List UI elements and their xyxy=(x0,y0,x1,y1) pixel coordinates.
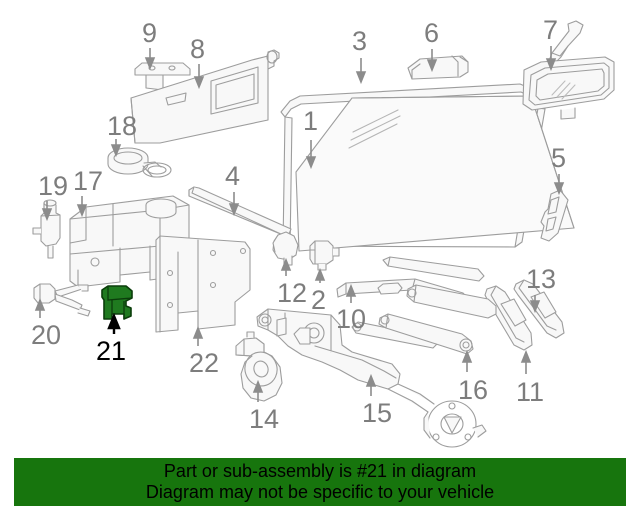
callout-arrow-10 xyxy=(345,283,357,303)
part-sun-visor xyxy=(130,49,280,144)
callout-label-8: 8 xyxy=(190,34,206,64)
callout-arrow-3 xyxy=(355,58,367,85)
part-wiper-blade-assembly xyxy=(336,256,485,349)
part-wiper-arm-left xyxy=(484,285,533,351)
notice-line-2: Diagram may not be specific to your vehi… xyxy=(145,482,495,502)
callout-arrow-15 xyxy=(365,373,377,396)
callout-arrow-20 xyxy=(34,297,46,318)
callout-arrow-22 xyxy=(192,325,204,346)
callout-label-13: 13 xyxy=(526,264,557,294)
callout-label-14: 14 xyxy=(249,404,280,434)
callout-arrow-5 xyxy=(553,174,565,196)
callout-label-20: 20 xyxy=(31,320,62,350)
callout-arrow-11 xyxy=(520,349,532,374)
callout-arrow-21 xyxy=(107,312,121,334)
part-reservoir-mounting-grommet-highlighted xyxy=(101,285,133,320)
part-washer-hose-connector xyxy=(33,283,91,317)
callout-label-4: 4 xyxy=(225,161,241,191)
callout-arrow-16 xyxy=(461,349,473,372)
callout-arrow-17 xyxy=(76,196,88,218)
notice-line-1: Part or sub-assembly is #21 in diagram xyxy=(163,461,477,481)
callout-label-1: 1 xyxy=(303,106,319,136)
callout-label-12: 12 xyxy=(277,278,308,308)
callout-arrow-4 xyxy=(228,192,240,217)
callout-label-9: 9 xyxy=(142,18,158,48)
callout-label-15: 15 xyxy=(362,398,393,428)
part-wiper-motor xyxy=(235,331,283,402)
callout-label-5: 5 xyxy=(551,143,567,173)
callout-arrow-9 xyxy=(144,48,156,71)
callout-label-11: 11 xyxy=(516,377,545,407)
callout-arrow-13 xyxy=(529,295,541,314)
callout-label-7: 7 xyxy=(543,15,559,45)
callout-arrow-7 xyxy=(545,46,557,72)
callout-label-19: 19 xyxy=(38,171,69,201)
notice-banner: Part or sub-assembly is #21 in diagram D… xyxy=(14,458,626,506)
part-wiper-pivot-bushing xyxy=(378,284,497,355)
part-cowl-side-bracket xyxy=(155,235,251,333)
callout-label-22: 22 xyxy=(189,348,220,378)
part-windshield-side-molding xyxy=(188,186,292,236)
part-washer-nozzle-connector xyxy=(309,240,340,271)
callout-label-16: 16 xyxy=(458,375,489,405)
callout-arrow-12 xyxy=(280,257,292,276)
callout-label-10: 10 xyxy=(336,304,367,334)
callout-label-17: 17 xyxy=(73,166,104,196)
callout-arrow-1 xyxy=(305,140,317,170)
part-cowl-top-cover xyxy=(407,55,469,80)
callout-label-18: 18 xyxy=(107,111,138,141)
callout-arrow-19 xyxy=(41,201,53,222)
callout-label-3: 3 xyxy=(352,26,368,56)
callout-arrow-8 xyxy=(193,64,205,90)
callout-arrow-18 xyxy=(110,139,122,158)
part-reservoir-filler-cap xyxy=(107,147,172,178)
callout-label-6: 6 xyxy=(424,18,440,48)
callout-arrow-14 xyxy=(252,379,264,402)
part-wiper-linkage-transmission xyxy=(256,308,487,448)
callout-arrow-2 xyxy=(314,267,326,283)
callout-arrow-6 xyxy=(426,49,438,73)
callout-label-2: 2 xyxy=(311,285,327,315)
part-molding-retainer-clip xyxy=(540,189,569,242)
part-inside-rearview-mirror xyxy=(522,20,615,120)
callout-label-21: 21 xyxy=(96,336,127,366)
